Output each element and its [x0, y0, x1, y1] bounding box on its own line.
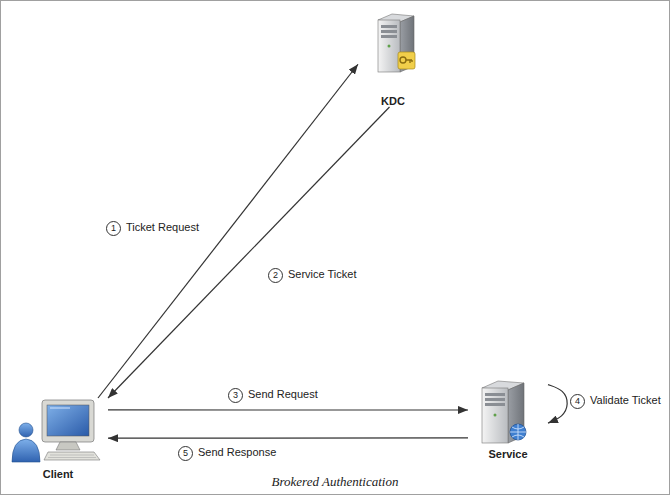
- flow-arrow: [108, 107, 390, 398]
- callout-number: 3: [228, 388, 243, 403]
- edge-label: Send Response: [196, 445, 278, 459]
- user-figure: [12, 423, 40, 462]
- callout-number: 5: [178, 446, 193, 461]
- edge-label: Ticket Request: [124, 220, 201, 234]
- callout-number: 1: [106, 221, 121, 236]
- service-server-icon: [482, 381, 526, 443]
- node-label: Client: [8, 468, 108, 480]
- node-box: Service: [468, 378, 548, 460]
- callout-number: 2: [268, 268, 283, 283]
- client-computer-icon: [42, 400, 100, 460]
- self-loop-arrow: [548, 385, 567, 424]
- edge-label: Send Request: [246, 387, 320, 401]
- node-label: KDC: [358, 95, 428, 107]
- figure-caption: Brokered Authentication: [0, 474, 670, 490]
- edge-label: Validate Ticket: [588, 393, 663, 407]
- node-box: KDC: [358, 12, 428, 107]
- node-label: Service: [468, 448, 548, 460]
- callout-number: 4: [570, 394, 585, 409]
- flow-arrow: [108, 409, 468, 410]
- flow-arrow: [108, 437, 468, 439]
- node-box: Client: [8, 398, 108, 480]
- kdc-server-icon: [378, 14, 415, 72]
- flow-arrow: [98, 64, 358, 398]
- edge-label: Service Ticket: [286, 267, 358, 281]
